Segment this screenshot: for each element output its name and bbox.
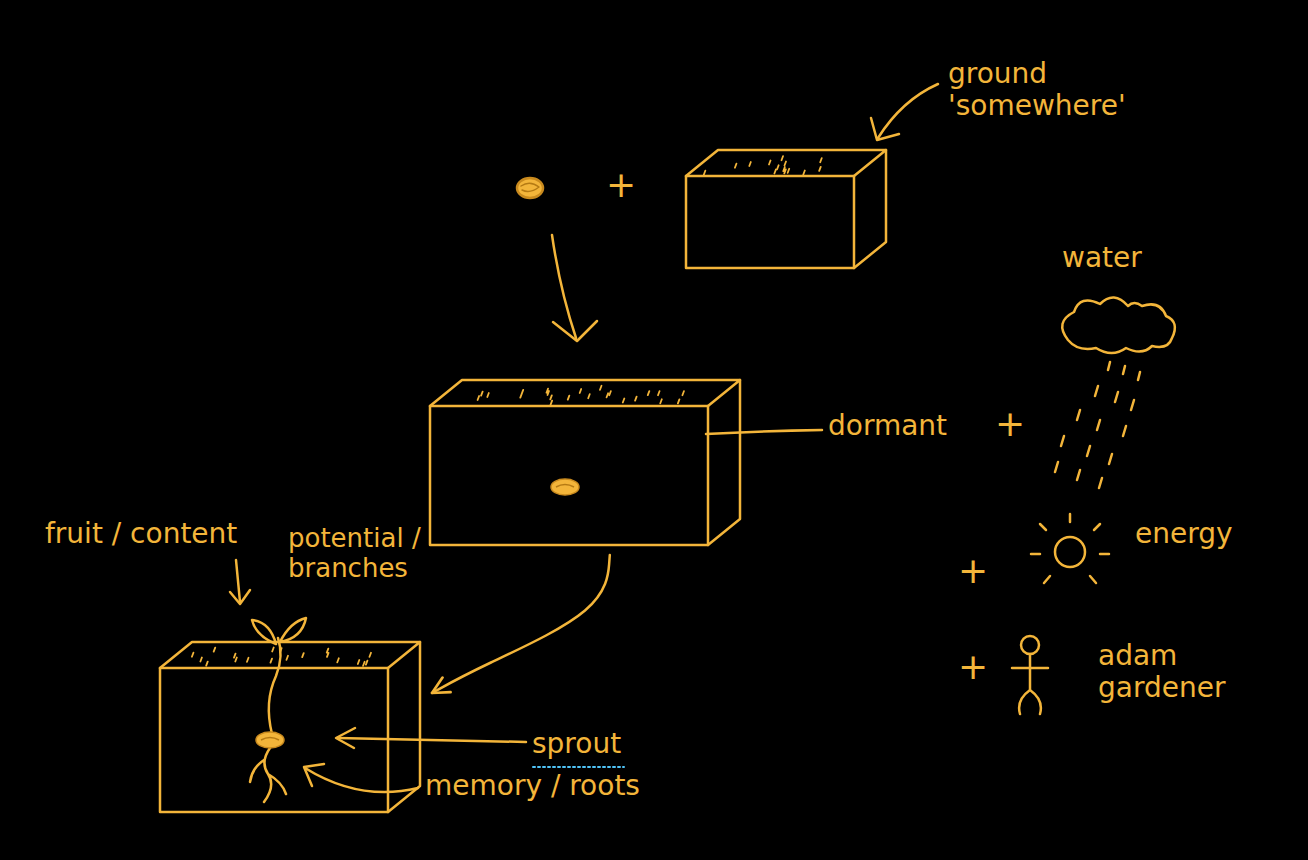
box-top bbox=[686, 150, 886, 176]
node-label: potential / branches bbox=[288, 524, 468, 584]
soil-specks bbox=[704, 156, 822, 175]
arrow-line bbox=[236, 560, 240, 602]
soil-box-outline bbox=[430, 380, 740, 545]
seed-symbol bbox=[551, 479, 579, 495]
node-label: sprout bbox=[532, 728, 621, 760]
plus-sign: + bbox=[606, 164, 636, 205]
seed-scribble bbox=[556, 485, 574, 488]
plus-sign: + bbox=[958, 550, 988, 591]
box-side bbox=[708, 380, 740, 545]
box-side bbox=[388, 642, 420, 812]
note-label: water bbox=[1062, 242, 1142, 274]
arrow-head bbox=[553, 321, 597, 341]
box-top bbox=[430, 380, 740, 406]
flow-arrow bbox=[432, 555, 610, 693]
node-label: memory / roots bbox=[425, 770, 640, 802]
soil-box-outline bbox=[686, 150, 886, 268]
sprout-leaf bbox=[252, 620, 276, 644]
soil-box-outline bbox=[160, 642, 420, 812]
seed-scribble bbox=[261, 738, 279, 741]
box-front bbox=[686, 176, 854, 268]
leader-line bbox=[878, 84, 938, 138]
figure-body bbox=[1012, 654, 1048, 714]
box-side bbox=[854, 150, 886, 268]
arrow-head bbox=[304, 764, 324, 786]
box-outline bbox=[160, 642, 420, 812]
arrow-head bbox=[230, 590, 250, 604]
sprout-leaf bbox=[280, 618, 306, 642]
sprout-stem bbox=[269, 638, 281, 734]
sprout-figure bbox=[250, 618, 306, 802]
leader-line bbox=[305, 768, 418, 792]
sun-symbol bbox=[1031, 514, 1109, 583]
sun-rays bbox=[1031, 514, 1109, 583]
box-outline bbox=[430, 380, 740, 545]
node-label: dormant bbox=[828, 410, 947, 442]
soil-box: ground 'somewhere' bbox=[686, 150, 886, 268]
figure-head bbox=[1021, 636, 1039, 654]
note-label: energy bbox=[1135, 518, 1233, 550]
soil-box: fruit / contentpotential / branchessprou… bbox=[160, 642, 420, 812]
box-front bbox=[160, 668, 388, 812]
box-top bbox=[160, 642, 420, 668]
spellcheck-underline bbox=[533, 766, 624, 768]
gardener-figure bbox=[1012, 636, 1048, 714]
sketch-strokes bbox=[230, 84, 1175, 792]
plus-sign: + bbox=[958, 646, 988, 687]
leader-line bbox=[706, 430, 822, 434]
node-label: fruit / content bbox=[45, 518, 237, 550]
arrow-line bbox=[338, 738, 526, 742]
node-label: ground 'somewhere' bbox=[948, 58, 1148, 122]
arrow-head bbox=[871, 118, 899, 140]
rain-drops bbox=[1055, 362, 1140, 488]
sprout-roots bbox=[250, 748, 286, 802]
seed-symbol bbox=[517, 178, 543, 198]
box-outline bbox=[686, 150, 886, 268]
rain-symbol bbox=[1055, 362, 1140, 488]
plus-sign: + bbox=[995, 403, 1025, 444]
arrow-head bbox=[336, 728, 355, 748]
soil-box: dormant bbox=[430, 380, 740, 545]
cloud-symbol bbox=[1062, 297, 1175, 353]
box-front bbox=[430, 406, 708, 545]
seed-symbol bbox=[256, 732, 284, 748]
soil-specks bbox=[478, 386, 684, 405]
note-label: adam gardener bbox=[1098, 640, 1268, 704]
sun-disc bbox=[1055, 537, 1085, 567]
seed-scribble bbox=[521, 183, 539, 191]
